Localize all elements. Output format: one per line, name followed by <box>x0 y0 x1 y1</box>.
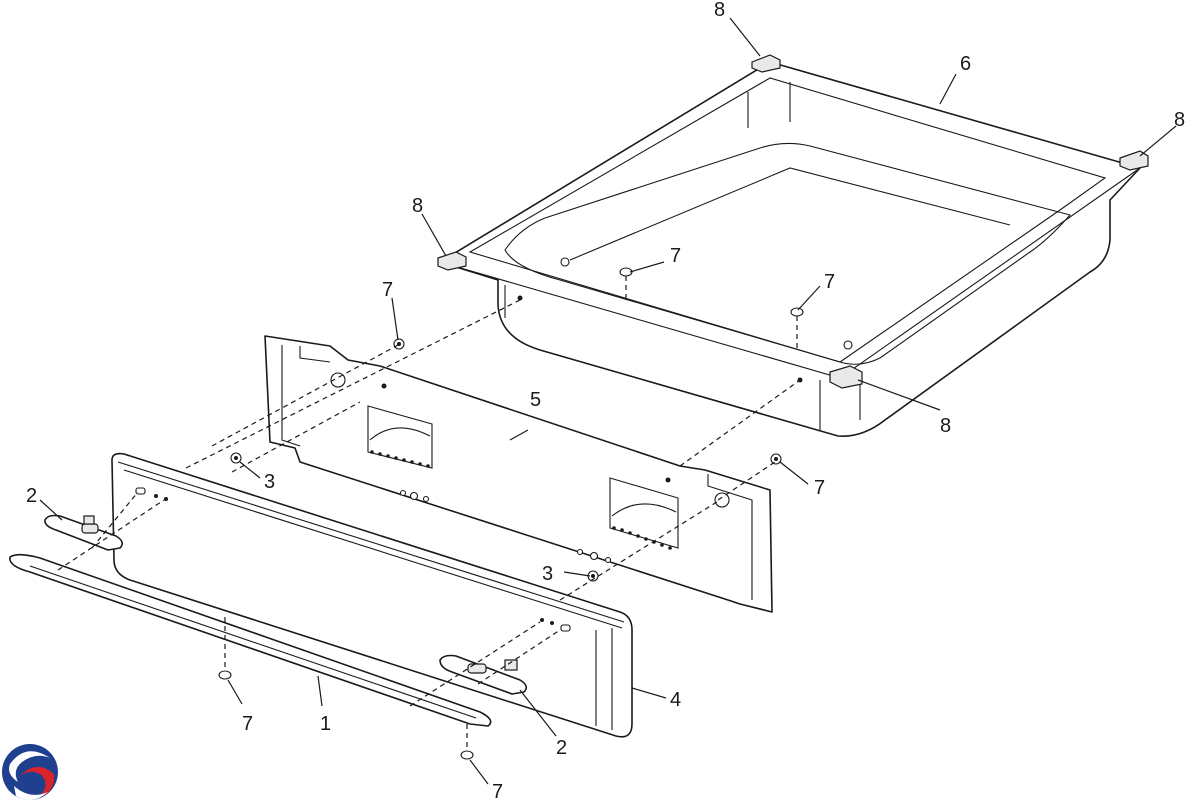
small-screws <box>218 338 782 760</box>
callout-4: 4 <box>670 689 681 711</box>
assembly-lines <box>57 299 801 707</box>
tub-screws <box>619 267 804 350</box>
drawer-tub <box>439 61 1141 437</box>
callout-7-tub-left: 7 <box>670 245 681 267</box>
callout-7-handle-left: 7 <box>242 713 253 735</box>
brand-swirl-logo-icon <box>2 744 58 801</box>
callout-3-right: 3 <box>542 563 553 585</box>
callout-7-bottom: 7 <box>492 781 503 803</box>
callout-7-panel-right: 7 <box>814 477 825 499</box>
leader-lines <box>39 17 1177 785</box>
callout-3-left: 3 <box>264 471 275 493</box>
callout-2-right: 2 <box>556 737 567 759</box>
callout-7-tub-right: 7 <box>824 271 835 293</box>
back-panel <box>264 335 773 613</box>
panel-perforations <box>370 450 672 550</box>
callout-labels: 6 8 8 8 8 7 7 7 7 7 7 5 3 3 2 2 4 1 <box>26 0 1185 803</box>
callout-2-left: 2 <box>26 485 37 507</box>
callout-6: 6 <box>960 53 971 75</box>
drawer-handle <box>9 553 492 727</box>
callout-8-right: 8 <box>1174 109 1185 131</box>
callout-5: 5 <box>530 389 541 411</box>
callout-7-panel-top: 7 <box>382 279 393 301</box>
callout-1: 1 <box>320 713 331 735</box>
front-panel <box>111 452 633 738</box>
callout-8-left: 8 <box>412 195 423 217</box>
handle-brackets <box>44 514 528 695</box>
callout-8-front: 8 <box>940 415 951 437</box>
callout-8-top: 8 <box>714 0 725 21</box>
